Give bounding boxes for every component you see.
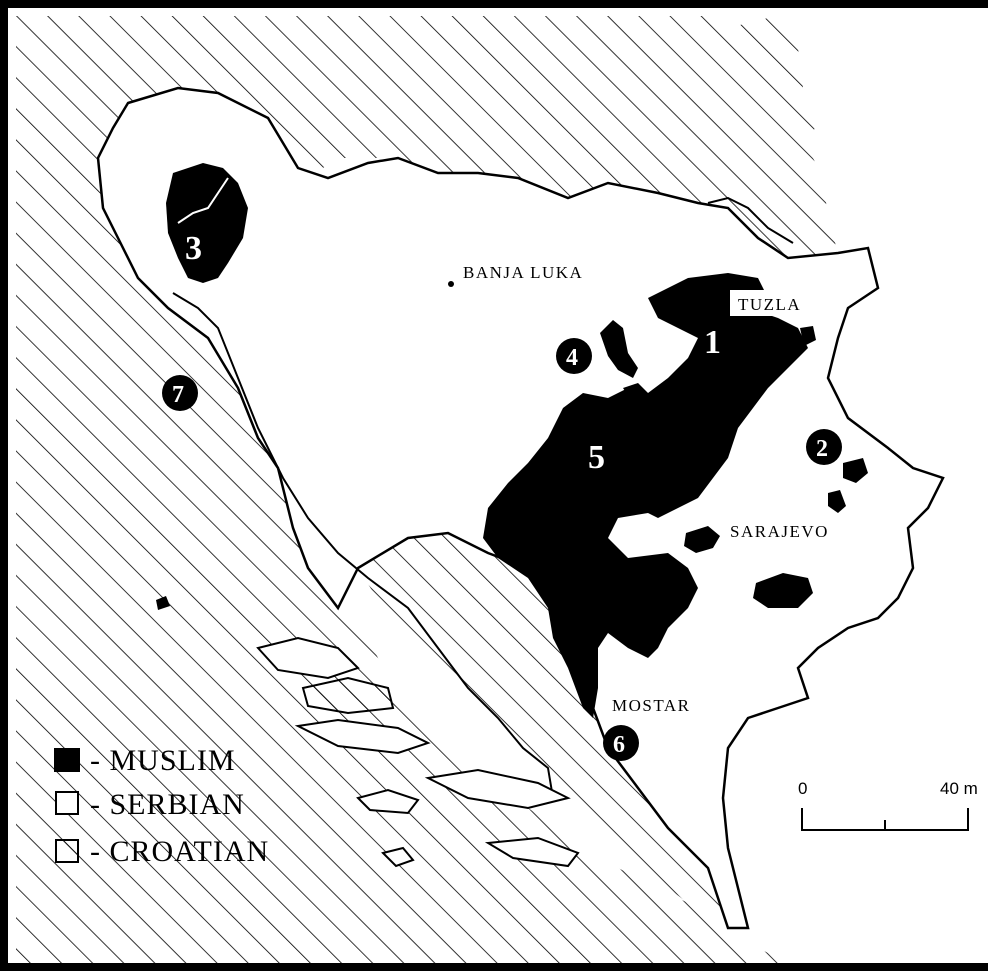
region-marker-4-circle xyxy=(556,338,592,374)
legend-label-serbian: - SERBIAN xyxy=(90,788,245,821)
muslim-enclave-gorazde xyxy=(753,573,813,608)
internal-border-northeast xyxy=(707,196,794,244)
legend-swatch-muslim xyxy=(54,748,80,772)
muslim-islet-2 xyxy=(623,383,648,403)
region-marker-2-circle xyxy=(806,429,842,465)
region-number-4: 4 xyxy=(566,345,578,371)
scale-start-label: 0 xyxy=(798,779,807,798)
internal-border-una-river xyxy=(177,177,229,224)
croatian-north-region xyxy=(16,16,838,963)
scale-bar: 0 40 m xyxy=(798,779,978,831)
region-number-6: 6 xyxy=(613,732,625,758)
island-c xyxy=(294,718,431,755)
muslim-enclave-zepa xyxy=(843,458,868,483)
map-canvas: BANJA LUKA TUZLA SARAJEVO MOSTAR 1 2 3 4… xyxy=(16,16,978,963)
scale-line xyxy=(801,808,969,831)
city-label-mostar: MOSTAR xyxy=(612,696,691,715)
region-marker-6-circle xyxy=(603,725,639,761)
island-f xyxy=(484,836,580,868)
scale-end-label: 40 m xyxy=(940,779,978,798)
island-a xyxy=(256,636,360,680)
region-number-3: 3 xyxy=(185,230,202,267)
island-g xyxy=(381,846,415,868)
region-number-2: 2 xyxy=(816,436,828,462)
muslim-islet-1 xyxy=(800,326,816,346)
muslim-enclave-sarajevo xyxy=(684,526,720,553)
city-label-sarajevo: SARAJEVO xyxy=(730,522,829,541)
legend-swatch-serbian xyxy=(55,791,79,815)
region-number-1: 1 xyxy=(704,324,721,361)
muslim-territory xyxy=(166,163,868,718)
region-markers: 1 2 3 4 5 6 7 xyxy=(162,230,842,761)
muslim-region-bihac xyxy=(166,163,248,283)
muslim-region-4 xyxy=(600,320,638,378)
region-marker-7-circle xyxy=(162,375,198,411)
legend-swatch-croatian xyxy=(55,839,79,863)
city-label-banja-luka: BANJA LUKA xyxy=(463,263,583,282)
island-b xyxy=(301,676,395,715)
city-label-tuzla-bg xyxy=(730,290,810,316)
island-h xyxy=(156,596,170,610)
city-labels: BANJA LUKA TUZLA SARAJEVO MOSTAR xyxy=(463,263,829,715)
banja-luka-dot xyxy=(448,281,454,287)
city-label-tuzla: TUZLA xyxy=(738,295,801,314)
muslim-region-central xyxy=(483,273,808,718)
legend-label-muslim: - MUSLIM xyxy=(90,744,236,777)
region-number-7: 7 xyxy=(172,382,184,408)
muslim-enclave-srebrenica xyxy=(828,490,846,513)
croatian-herzegovina-region xyxy=(358,533,728,918)
adriatic-islands xyxy=(156,596,580,868)
legend: - MUSLIM - SERBIAN - CROATIAN xyxy=(54,744,269,868)
region-number-5: 5 xyxy=(588,439,605,476)
island-d xyxy=(424,768,571,810)
island-e xyxy=(356,788,420,815)
legend-label-croatian: - CROATIAN xyxy=(90,835,269,868)
internal-border-west xyxy=(172,292,554,799)
